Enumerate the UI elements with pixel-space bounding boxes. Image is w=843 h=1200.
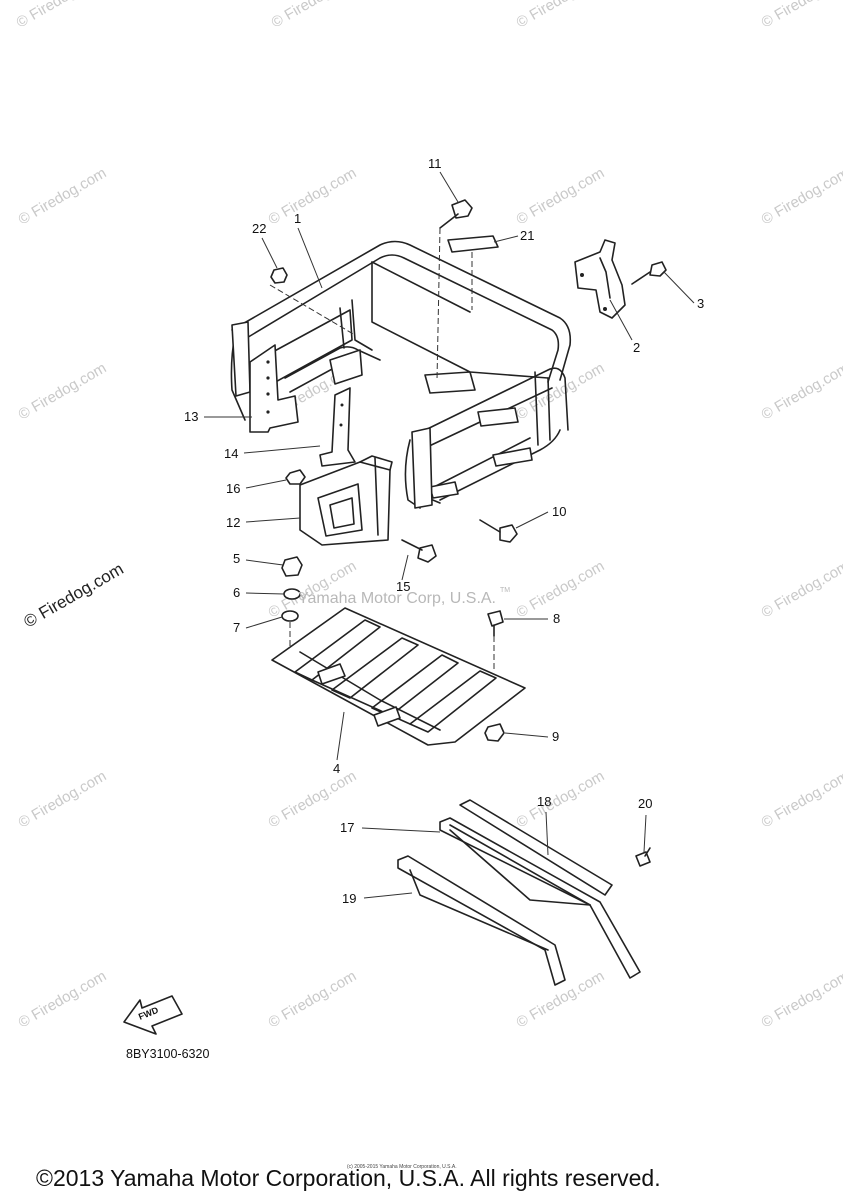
bolt-10 — [479, 519, 518, 543]
watermark: © Firedog.com — [759, 164, 843, 228]
callouts: 1 2 3 4 5 6 7 8 9 10 11 12 13 14 15 16 1 — [184, 156, 704, 906]
watermark: © Firedog.com — [514, 767, 608, 831]
callout-17: 17 — [340, 820, 354, 835]
hardware — [269, 199, 667, 867]
callout-15: 15 — [396, 579, 410, 594]
callout-12: 12 — [226, 515, 240, 530]
callout-4: 4 — [333, 761, 340, 776]
callout-20: 20 — [638, 796, 652, 811]
watermark: © Firedog.com — [16, 164, 110, 228]
callout-14: 14 — [224, 446, 238, 461]
callout-10: 10 — [552, 504, 566, 519]
bolt-3 — [631, 261, 667, 285]
callout-3: 3 — [697, 296, 704, 311]
guard-19 — [397, 855, 566, 986]
watermark: © Firedog.com — [759, 557, 843, 621]
part-code: 8BY3100-6320 — [126, 1047, 209, 1061]
callout-7: 7 — [233, 620, 240, 635]
decal-21 — [447, 235, 499, 253]
callout-1: 1 — [294, 211, 301, 226]
center-watermark: Yamaha Motor Corp, U.S.A. — [298, 590, 496, 607]
watermark: © Firedog.com — [266, 164, 360, 228]
callout-2: 2 — [633, 340, 640, 355]
watermark: © Firedog.com — [266, 967, 360, 1031]
strap-bracket — [319, 387, 356, 467]
bolt-8 — [487, 610, 504, 672]
watermark: © Firedog.com — [514, 359, 608, 423]
watermark: © Firedog.com — [514, 557, 608, 621]
left-bracket — [249, 344, 299, 433]
watermark: © Firedog.com — [759, 967, 843, 1031]
watermark: © Firedog.com — [759, 0, 843, 31]
watermark: © Firedog.com — [759, 767, 843, 831]
skid-plate — [271, 607, 526, 746]
watermark: © Firedog.com — [514, 164, 608, 228]
watermark: © Firedog.com — [269, 0, 363, 31]
nut-5 — [281, 556, 303, 577]
guard-plate — [299, 455, 393, 546]
small-copyright: (c) 2005-2015 Yamaha Motor Corporation, … — [347, 1164, 457, 1170]
callout-19: 19 — [342, 891, 356, 906]
watermark: © Firedog.com — [16, 967, 110, 1031]
strip-18 — [459, 799, 613, 896]
watermark: © Firedog.com — [16, 359, 110, 423]
callout-11: 11 — [428, 156, 442, 171]
watermark: © Firedog.com — [759, 359, 843, 423]
tm-mark: TM — [500, 587, 510, 594]
washer-7 — [281, 610, 299, 622]
rivet-20 — [635, 847, 651, 867]
side-guards — [397, 799, 641, 986]
callout-22: 22 — [252, 221, 266, 236]
nut-9 — [484, 723, 505, 742]
callout-13: 13 — [184, 409, 198, 424]
callout-16: 16 — [226, 481, 240, 496]
watermark: © Firedog.com — [514, 0, 608, 31]
footer-copyright: ©2013 Yamaha Motor Corporation, U.S.A. A… — [36, 1165, 661, 1191]
watermark: © Firedog.com — [14, 0, 108, 31]
bolt-11 — [436, 199, 473, 381]
bolt-15 — [401, 539, 437, 563]
latch-2 — [574, 239, 626, 319]
callout-21: 21 — [520, 228, 534, 243]
nut-16 — [285, 469, 306, 485]
fwd-arrow: FWD — [123, 995, 183, 1035]
nut-22 — [269, 267, 356, 336]
watermark-dark: © Firedog.com — [21, 559, 127, 631]
callout-9: 9 — [552, 729, 559, 744]
callout-5: 5 — [233, 551, 240, 566]
rack-frame — [230, 240, 572, 509]
callout-18: 18 — [537, 794, 551, 809]
watermark: © Firedog.com — [16, 767, 110, 831]
callout-8: 8 — [553, 611, 560, 626]
callout-6: 6 — [233, 585, 240, 600]
